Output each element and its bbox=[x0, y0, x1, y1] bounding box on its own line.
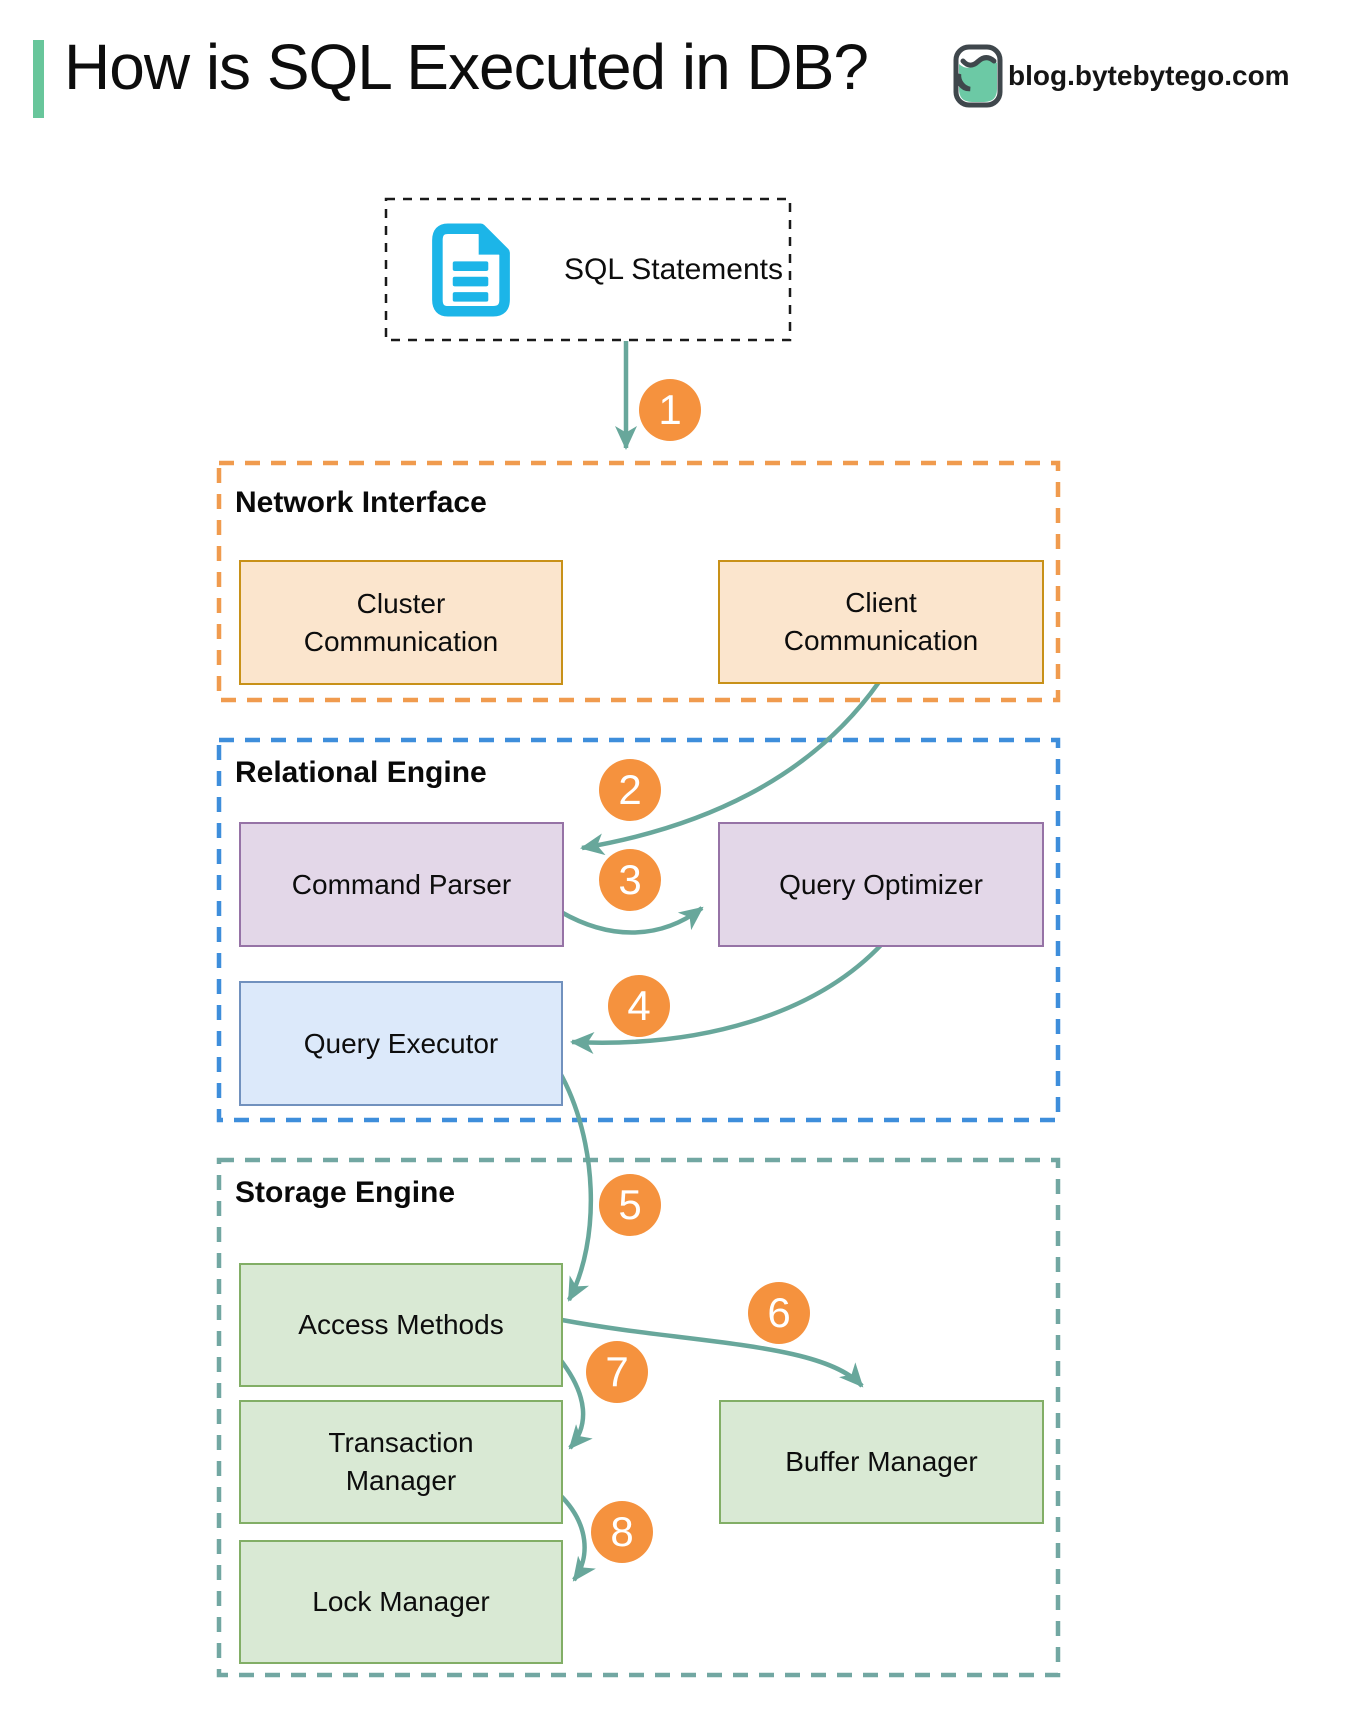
arrow-5 bbox=[557, 1069, 594, 1302]
step-badge-5: 5 bbox=[599, 1174, 661, 1236]
step-badge-6: 6 bbox=[748, 1282, 810, 1344]
step-badge-2: 2 bbox=[599, 759, 661, 821]
command-parser-node: Command Parser bbox=[239, 822, 564, 947]
step-badge-3: 3 bbox=[599, 849, 661, 911]
document-icon bbox=[432, 222, 510, 317]
step-badge-7: 7 bbox=[586, 1341, 648, 1403]
step-badge-1: 1 bbox=[639, 379, 701, 441]
step-badge-4: 4 bbox=[608, 975, 670, 1037]
arrow-3 bbox=[559, 906, 704, 935]
query-optimizer-node: Query Optimizer bbox=[718, 822, 1044, 947]
transaction-manager-node: Transaction Manager bbox=[239, 1400, 563, 1524]
cluster-communication-node: Cluster Communication bbox=[239, 560, 563, 685]
query-executor-node: Query Executor bbox=[239, 981, 563, 1106]
section-title-network-interface: Network Interface bbox=[235, 486, 487, 519]
sql-statements-box: SQL Statements bbox=[386, 199, 790, 340]
site-url-label: blog.bytebytego.com bbox=[1008, 60, 1290, 91]
access-methods-node: Access Methods bbox=[239, 1263, 563, 1387]
page-title: How is SQL Executed in DB? bbox=[64, 31, 869, 103]
section-title-storage-engine: Storage Engine bbox=[235, 1176, 456, 1209]
bytebytego-logo-icon bbox=[953, 44, 1003, 108]
section-title-relational-engine: Relational Engine bbox=[235, 756, 487, 789]
client-communication-node: Client Communication bbox=[718, 560, 1044, 684]
buffer-manager-node: Buffer Manager bbox=[719, 1400, 1044, 1524]
step-badge-8: 8 bbox=[591, 1501, 653, 1563]
title-accent-bar bbox=[33, 40, 44, 118]
sql-statements-label: SQL Statements bbox=[564, 252, 783, 286]
lock-manager-node: Lock Manager bbox=[239, 1540, 563, 1664]
